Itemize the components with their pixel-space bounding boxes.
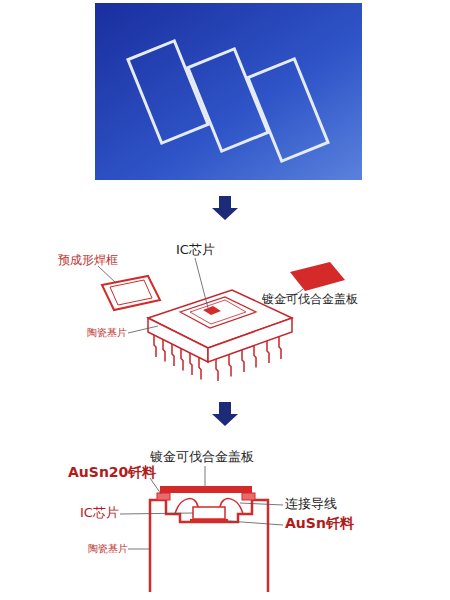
leader-line	[120, 513, 193, 514]
callout-label: 镀金可伐合金盖板	[262, 293, 358, 306]
pin	[172, 344, 174, 366]
ic-chip	[203, 306, 221, 315]
leader-line	[98, 266, 116, 283]
preform-frame	[248, 59, 328, 161]
down-arrow	[212, 402, 238, 426]
leader-line	[150, 478, 161, 494]
pin	[279, 337, 281, 359]
lid-plate	[160, 486, 252, 493]
ausn-solder	[190, 519, 228, 522]
down-arrow	[212, 196, 238, 220]
callout-label: 陶瓷基片	[87, 327, 127, 338]
ic-chip	[193, 507, 225, 519]
pin	[199, 358, 201, 380]
package-cavity	[180, 297, 256, 328]
ceramic-base	[150, 500, 268, 592]
leader-line	[128, 549, 150, 550]
preform-frame	[102, 276, 160, 310]
leader-line	[228, 521, 283, 525]
pin	[229, 355, 231, 377]
callout-label: 连接导线	[285, 497, 337, 511]
pin	[154, 335, 156, 357]
callout-label: 预成形焊框	[58, 254, 118, 267]
pin	[216, 359, 218, 381]
pin	[267, 341, 269, 363]
lid-plate	[290, 262, 345, 291]
pin	[181, 349, 183, 371]
preform-frame-inner	[110, 280, 152, 305]
pin	[163, 340, 165, 362]
leader-line	[195, 258, 208, 308]
package-pins	[154, 335, 281, 381]
callout-label: IC芯片	[176, 243, 215, 257]
callout-label: AuSn钎料	[285, 516, 354, 531]
ausn20-solder	[242, 493, 255, 500]
leader-line	[128, 326, 158, 333]
leader-line	[240, 503, 283, 505]
photo-background	[95, 3, 362, 180]
pin	[242, 350, 244, 372]
callout-label: 镀金可伐合金盖板	[150, 450, 254, 464]
preform-frame	[128, 41, 208, 143]
pin	[190, 353, 192, 375]
callout-label: IC芯片	[80, 506, 119, 520]
bond-wire	[175, 499, 198, 514]
bond-wire	[220, 499, 243, 514]
package-cavity-inner	[190, 300, 246, 324]
ausn20-solder	[157, 493, 170, 500]
leader-line	[205, 466, 206, 486]
pin	[254, 346, 256, 368]
package-side	[148, 318, 208, 362]
callout-label: 陶瓷基片	[88, 543, 128, 554]
callout-label: AuSn20钎料	[68, 465, 156, 480]
